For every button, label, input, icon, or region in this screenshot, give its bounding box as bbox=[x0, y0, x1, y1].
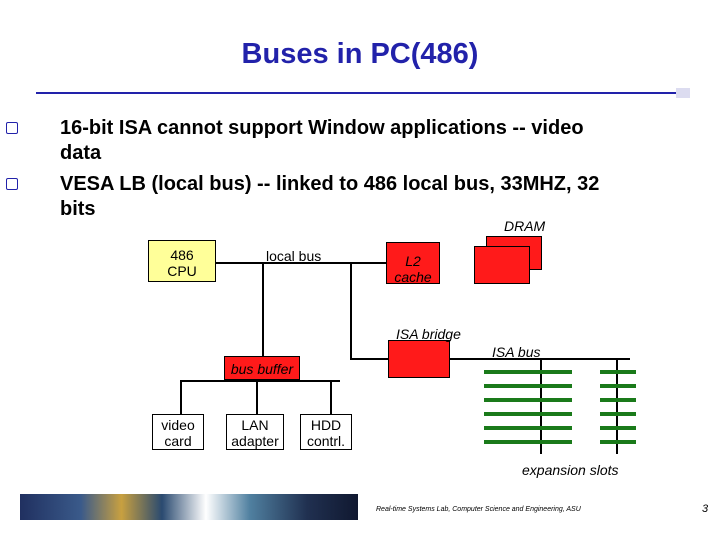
bridge-horizontal-line bbox=[350, 358, 388, 360]
slot-group-2-connector bbox=[616, 358, 618, 454]
footer-banner-image bbox=[20, 494, 358, 520]
video-card-connector bbox=[180, 380, 182, 414]
bullet-icon bbox=[6, 178, 18, 190]
cpu-label-1: 486 bbox=[170, 247, 194, 263]
isa-bus-label: ISA bus bbox=[492, 344, 541, 360]
expansion-slot bbox=[600, 398, 636, 402]
bullet-2-line-2: bits bbox=[60, 198, 96, 220]
video-card-box: video card bbox=[152, 414, 204, 450]
bullet-2-line-1: VESA LB (local bus) -- linked to 486 loc… bbox=[60, 173, 600, 195]
video-card-label-1: video bbox=[161, 417, 195, 433]
expansion-slot bbox=[484, 412, 572, 416]
isa-bridge-label: ISA bridge bbox=[396, 326, 461, 342]
bus-buffer-label: bus buffer bbox=[230, 361, 294, 377]
expansion-slot bbox=[484, 384, 572, 388]
local-bus-vertical-line bbox=[262, 262, 264, 362]
expansion-slot bbox=[600, 370, 636, 374]
expansion-slots-label: expansion slots bbox=[522, 462, 619, 478]
cpu-box: 486 CPU bbox=[148, 240, 216, 282]
expansion-slot bbox=[484, 440, 572, 444]
video-card-label-2: card bbox=[164, 433, 192, 449]
title-underline-accent bbox=[676, 88, 690, 98]
lan-adapter-label-2: adapter bbox=[231, 433, 279, 449]
l2-cache-label-1: L2 bbox=[405, 253, 421, 269]
hdd-controller-box: HDD contrl. bbox=[300, 414, 352, 450]
dram-label: DRAM bbox=[504, 218, 546, 234]
footer-text: Real-time Systems Lab, Computer Science … bbox=[376, 506, 581, 513]
bullet-1-line-2: data bbox=[60, 142, 102, 164]
bridge-vertical-line bbox=[350, 262, 352, 360]
expansion-slot bbox=[600, 440, 636, 444]
cpu-label-2: CPU bbox=[167, 263, 197, 279]
lan-adapter-box: LAN adapter bbox=[226, 414, 284, 450]
isa-bridge-box bbox=[388, 340, 450, 378]
bullet-1-line-1: 16-bit ISA cannot support Window applica… bbox=[60, 117, 584, 139]
buffer-bus-line bbox=[180, 380, 340, 382]
slide-title: Buses in PC(486) bbox=[241, 38, 479, 70]
title-underline bbox=[36, 92, 688, 94]
l2-cache-box: L2 cache bbox=[386, 242, 440, 285]
expansion-slot bbox=[484, 398, 572, 402]
expansion-slot bbox=[484, 426, 572, 430]
expansion-slot bbox=[484, 370, 572, 374]
bullet-icon bbox=[6, 122, 18, 134]
lan-connector bbox=[256, 380, 258, 414]
lan-adapter-label-1: LAN bbox=[241, 417, 269, 433]
hdd-controller-label-2: contrl. bbox=[306, 433, 346, 449]
page-number: 3 bbox=[702, 503, 709, 515]
expansion-slot bbox=[600, 426, 636, 430]
bus-buffer-box: bus buffer bbox=[224, 356, 300, 380]
l2-cache-label-2: cache bbox=[394, 269, 432, 285]
hdd-connector bbox=[330, 380, 332, 414]
dram-box-front bbox=[474, 246, 530, 284]
local-bus-line bbox=[216, 262, 386, 264]
hdd-controller-label-1: HDD bbox=[310, 417, 342, 433]
local-bus-label: local bus bbox=[266, 248, 322, 264]
expansion-slot bbox=[600, 412, 636, 416]
expansion-slot bbox=[600, 384, 636, 388]
slot-group-1-connector bbox=[540, 358, 542, 454]
